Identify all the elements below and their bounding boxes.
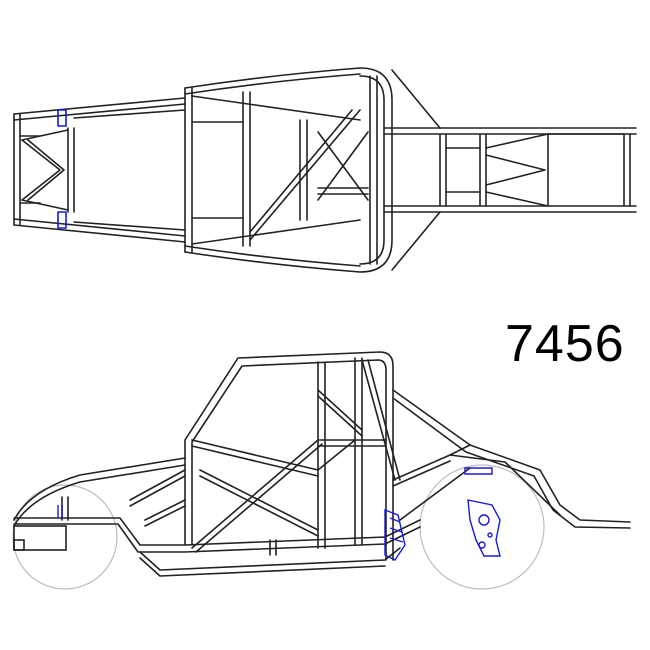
top-plan-view <box>13 67 637 273</box>
side-elevation-view <box>12 351 631 590</box>
shock-mount-bracket <box>384 508 406 561</box>
part-number-label: 7456 <box>505 315 625 373</box>
spindle-bracket <box>467 499 501 557</box>
upper-mount <box>464 467 493 475</box>
side-blue-parts <box>57 467 501 561</box>
top-blue-mounts <box>57 109 67 229</box>
rear-wheel-outline <box>12 484 118 590</box>
top-front-section <box>383 127 637 213</box>
front-wheel-outline <box>419 464 545 590</box>
top-rear-section <box>13 97 186 243</box>
top-cage-section <box>184 67 441 273</box>
